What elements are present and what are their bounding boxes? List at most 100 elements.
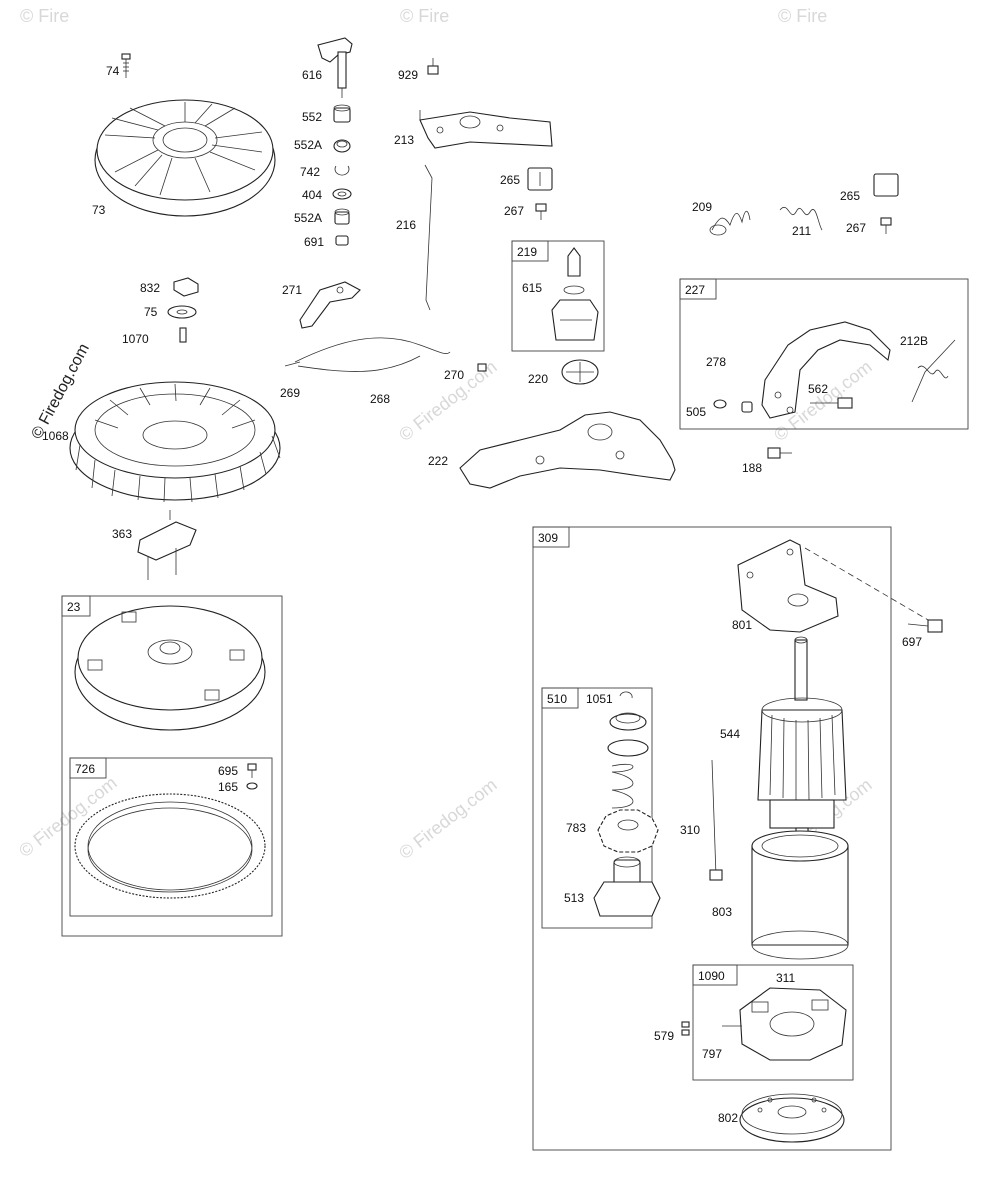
watermark-corner-3: © Fire: [778, 6, 827, 26]
label-265-upper: 265: [500, 173, 520, 187]
box-726-tag: [69, 757, 107, 779]
terminal-579: [681, 1021, 690, 1036]
label-75: 75: [144, 305, 158, 319]
label-363: 363: [112, 527, 132, 541]
label-165: 165: [218, 780, 238, 794]
label-270: 270: [444, 368, 464, 382]
label-211: 211: [792, 224, 811, 238]
label-544: 544: [720, 727, 740, 741]
part-labels: 74 73 616 552 552A 742 404 552A 691 929 …: [42, 64, 928, 1125]
watermark-corner-1: © Fire: [20, 6, 69, 26]
clip-265-upper: [527, 167, 553, 191]
label-213: 213: [394, 133, 414, 147]
label-616: 616: [302, 68, 322, 82]
seal-552: [333, 104, 351, 123]
box-label-1090: 1090: [698, 969, 725, 983]
label-695: 695: [218, 764, 238, 778]
label-802: 802: [718, 1111, 738, 1125]
shaft-616: [317, 37, 353, 98]
label-216: 216: [396, 218, 416, 232]
nut-505: [741, 401, 753, 413]
label-310: 310: [680, 823, 700, 837]
fan-screen-73: [94, 99, 276, 217]
label-552: 552: [302, 110, 322, 124]
label-311: 311: [776, 971, 795, 985]
cable-268: [284, 337, 451, 372]
box-309-tag: [532, 526, 570, 548]
label-209: 209: [692, 200, 712, 214]
label-513: 513: [564, 891, 584, 905]
box-label-309: 309: [538, 531, 558, 545]
nut-832: [173, 277, 199, 297]
nut-691: [335, 235, 349, 246]
label-552a-lower: 552A: [294, 211, 322, 225]
box-label-510: 510: [547, 692, 567, 706]
label-552a-upper: 552A: [294, 138, 322, 152]
bolt-697: [907, 619, 943, 633]
clip-1051: [619, 691, 633, 699]
label-832: 832: [140, 281, 160, 295]
bolt-74: [121, 53, 131, 78]
box-label-726: 726: [75, 762, 95, 776]
label-929: 929: [398, 68, 418, 82]
key-1070: [179, 327, 187, 343]
label-803: 803: [712, 905, 732, 919]
label-278: 278: [706, 355, 726, 369]
clip-742: [334, 165, 350, 176]
pinion-gear-783: [597, 809, 659, 853]
label-562: 562: [808, 382, 828, 396]
washer-165: [246, 782, 258, 790]
label-265-right: 265: [840, 189, 860, 203]
washer-278: [713, 399, 727, 409]
screw-695: [247, 763, 257, 778]
spring-510: [611, 763, 634, 809]
box-1090: [692, 964, 854, 1081]
housing-803: [751, 830, 849, 960]
box-227-tag: [679, 278, 717, 300]
label-267-right: 267: [846, 221, 866, 235]
disc-220: [561, 359, 599, 385]
drive-513: [593, 856, 661, 917]
label-615: 615: [522, 281, 542, 295]
box-1090-tag: [692, 964, 738, 986]
end-plate-802: [739, 1093, 845, 1143]
clip-265-right: [873, 173, 899, 197]
through-bolt-310: [709, 759, 723, 881]
washer-404: [332, 188, 352, 200]
ring-gear-726: [74, 793, 266, 899]
box-23: [61, 595, 283, 937]
label-691: 691: [304, 235, 324, 249]
label-1070: 1070: [122, 332, 149, 346]
brush-holder-1090: [722, 987, 847, 1061]
bushing-552a-upper: [333, 139, 351, 153]
box-510-tag: [541, 687, 579, 709]
box-219-tag: [511, 240, 549, 262]
collar-510: [607, 712, 649, 757]
label-74: 74: [106, 64, 120, 78]
label-268: 268: [370, 392, 390, 406]
spring-211: [779, 207, 823, 231]
box-label-23: 23: [67, 600, 81, 614]
watermark-center-bottom: © Firedog.com: [395, 775, 501, 864]
label-267-upper: 267: [504, 204, 524, 218]
base-bracket-222: [459, 411, 676, 489]
lever-271: [299, 281, 361, 329]
screw-267-right: [880, 217, 892, 234]
label-697: 697: [902, 635, 922, 649]
spring-212b: [911, 339, 956, 403]
nut-270: [477, 363, 487, 372]
label-1051: 1051: [586, 692, 613, 706]
screw-929: [427, 58, 439, 75]
end-cap-801: [737, 539, 936, 633]
governor-219: [551, 247, 599, 341]
rod-216: [424, 164, 433, 311]
label-1068: 1068: [42, 429, 69, 443]
label-220: 220: [528, 372, 548, 386]
bracket-213: [419, 110, 553, 149]
box-label-227: 227: [685, 283, 705, 297]
box-227: [679, 278, 969, 430]
label-212b: 212B: [900, 334, 928, 348]
flywheel-fan-1068: [69, 381, 281, 503]
box-309: [532, 526, 892, 1151]
